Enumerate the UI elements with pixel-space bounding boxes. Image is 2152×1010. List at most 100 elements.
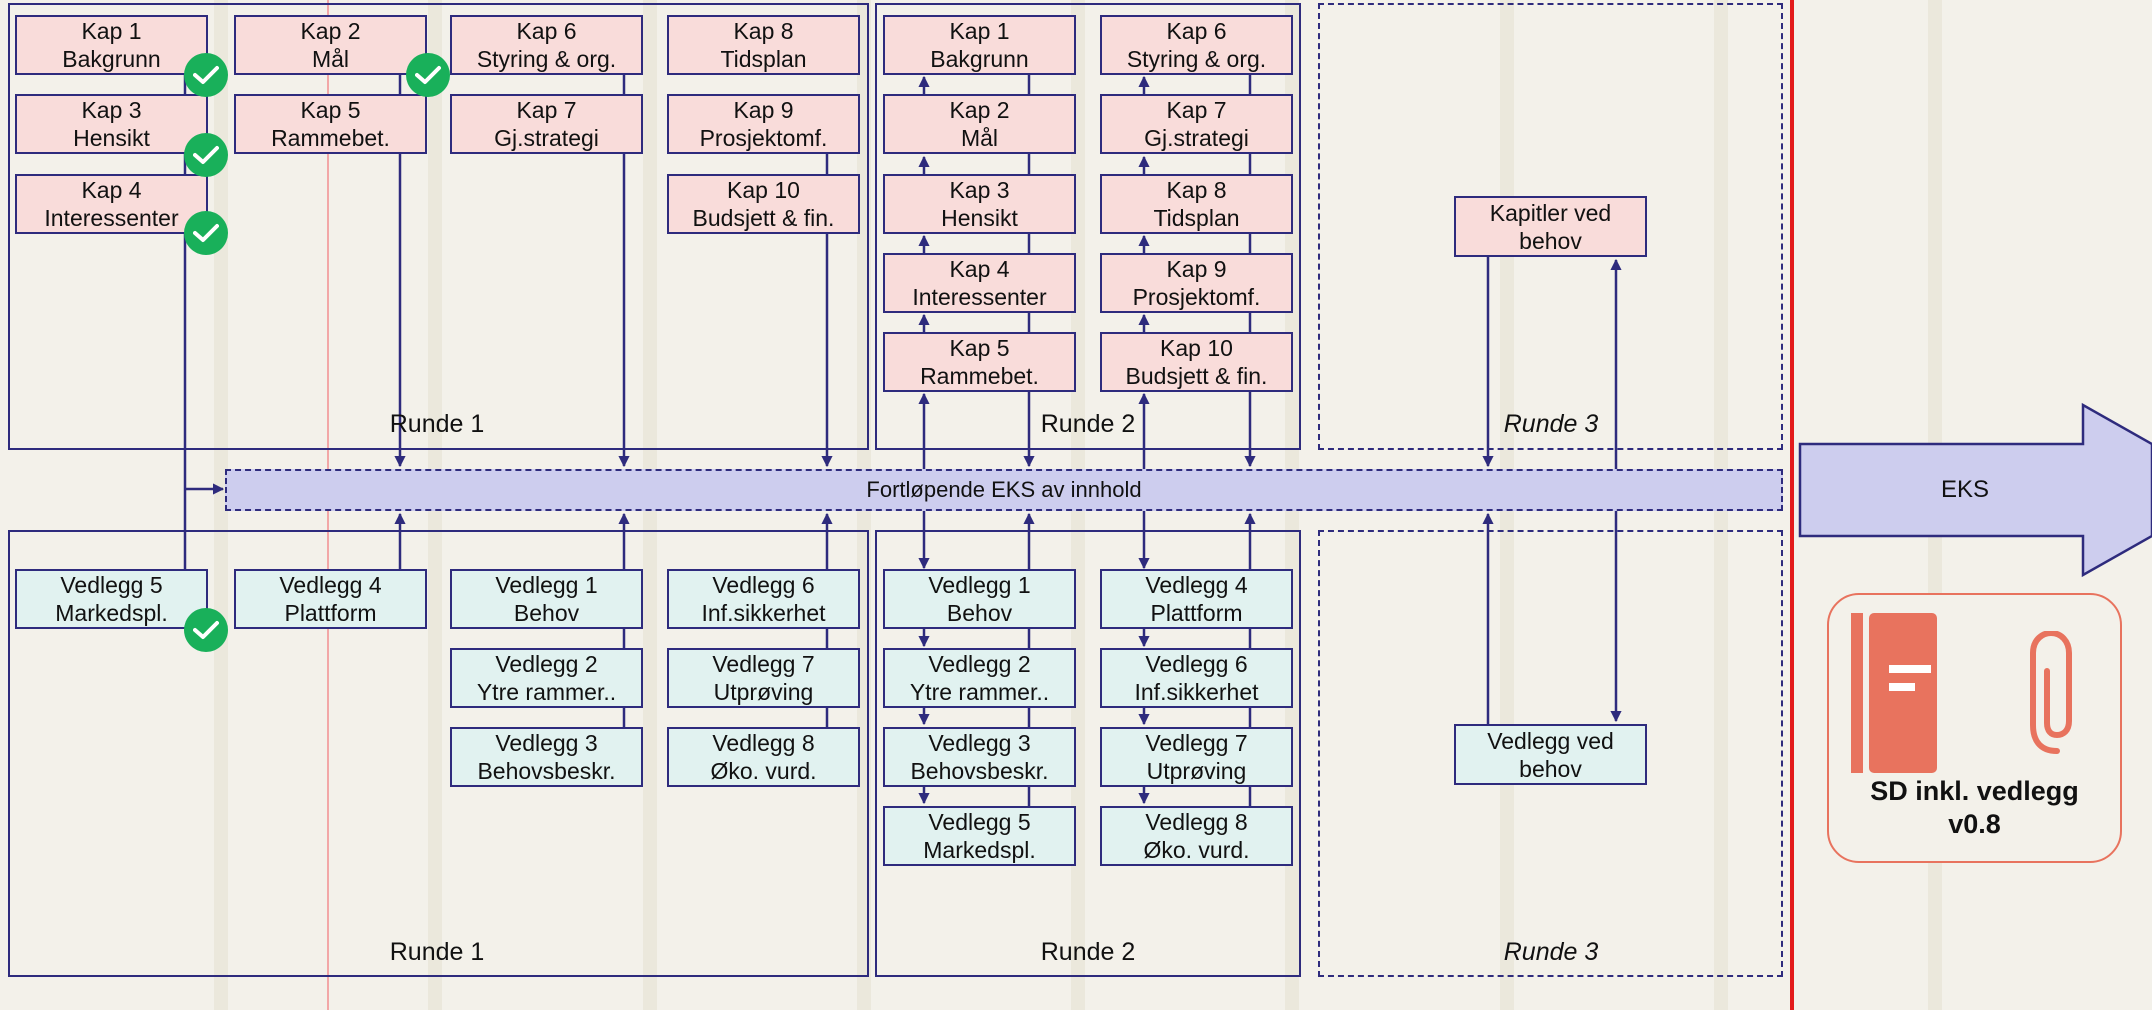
box-line2: Mål	[960, 125, 999, 151]
box-line1: Kapitler ved	[1489, 199, 1612, 226]
box-line1: Vedlegg 8	[1145, 809, 1248, 835]
panel-top-runde1	[8, 3, 869, 450]
box-line2: Styring & org.	[476, 46, 617, 72]
box-line1: Kap 7	[516, 97, 577, 123]
box-line1: Kap 7	[1166, 97, 1227, 123]
box-line1: Vedlegg 7	[1145, 730, 1248, 756]
box-line1: Kap 2	[949, 97, 1010, 123]
box-line2: Inf.sikkerhet	[1134, 679, 1259, 705]
box-line2: Inf.sikkerhet	[701, 600, 826, 626]
round-label: Runde 3	[1503, 938, 1599, 966]
round-label: Runde 3	[1503, 410, 1599, 438]
box-line1: Vedlegg 1	[495, 572, 598, 598]
box-line2: Ytre rammer..	[909, 679, 1050, 705]
panel-top-runde2	[875, 3, 1301, 450]
box-line1: Vedlegg 2	[928, 651, 1031, 677]
check-icon	[184, 133, 228, 177]
box-line2: Bakgrunn	[62, 46, 161, 72]
box-line2: Budsjett & fin.	[1125, 363, 1268, 389]
check-icon	[184, 211, 228, 255]
panel-top-runde3	[1318, 3, 1783, 450]
box-line2: Styring & org.	[1126, 46, 1267, 72]
box-line2: Budsjett & fin.	[692, 205, 835, 231]
box-line1: Kap 6	[1166, 18, 1227, 44]
box-line1: Kap 5	[949, 335, 1010, 361]
box-line2: behov	[1519, 755, 1582, 782]
box-line2: Øko. vurd.	[710, 758, 817, 784]
document-card: SD inkl. vedlegg v0.8	[1827, 593, 2122, 863]
box-line2: Rammebet.	[920, 363, 1039, 389]
box-line2: Gj.strategi	[1144, 125, 1249, 151]
box-line1: Kap 1	[81, 18, 142, 44]
box-line1: Kap 1	[949, 18, 1010, 44]
box-line2: Behov	[513, 600, 580, 626]
box-line2: Behovsbeskr.	[910, 758, 1049, 784]
box-line1: Kap 3	[949, 177, 1010, 203]
box-line1: Kap 2	[300, 18, 361, 44]
box-line2: Tidsplan	[1153, 205, 1240, 231]
box-line2: Hensikt	[941, 205, 1018, 231]
box-line1: Vedlegg 1	[928, 572, 1031, 598]
box-line1: Kap 9	[1166, 256, 1227, 282]
box-line1: Vedlegg 7	[712, 651, 815, 677]
box-line1: Vedlegg 5	[60, 572, 163, 598]
box-line1: Kap 8	[733, 18, 794, 44]
box-line2: Plattform	[284, 600, 377, 626]
book-icon	[1851, 613, 1937, 773]
bar-label: Fortløpende EKS av innhold	[866, 477, 1142, 502]
box-line2: Markedspl.	[55, 600, 168, 626]
background-stripe	[214, 0, 228, 1010]
box-line1: Kap 5	[300, 97, 361, 123]
paperclip-icon	[2030, 631, 2072, 754]
check-icon	[184, 53, 228, 97]
round-label: Runde 2	[1040, 938, 1136, 966]
document-caption: SD inkl. vedlegg v0.8	[1829, 775, 2120, 841]
box-line2: Prosjektomf.	[699, 125, 828, 151]
box-line2: Markedspl.	[923, 837, 1036, 863]
round-label: Runde 1	[389, 410, 485, 438]
panel-bottom-runde1	[8, 530, 869, 977]
box-line2: Mål	[311, 46, 350, 72]
box-line1: Kap 3	[81, 97, 142, 123]
eks-label: EKS	[1940, 476, 1990, 503]
panel-bottom-runde3	[1318, 530, 1783, 977]
box-line2: Behovsbeskr.	[477, 758, 616, 784]
box-line1: Kap 4	[949, 256, 1010, 282]
document-title: SD inkl. vedlegg	[1870, 776, 2079, 806]
box-line1: Vedlegg 2	[495, 651, 598, 677]
box-line1: Vedlegg 6	[712, 572, 815, 598]
box-line2: behov	[1519, 227, 1582, 254]
box-line2: Gj.strategi	[494, 125, 599, 151]
box-line1: Vedlegg 6	[1145, 651, 1248, 677]
panel-bottom-runde2	[875, 530, 1301, 977]
